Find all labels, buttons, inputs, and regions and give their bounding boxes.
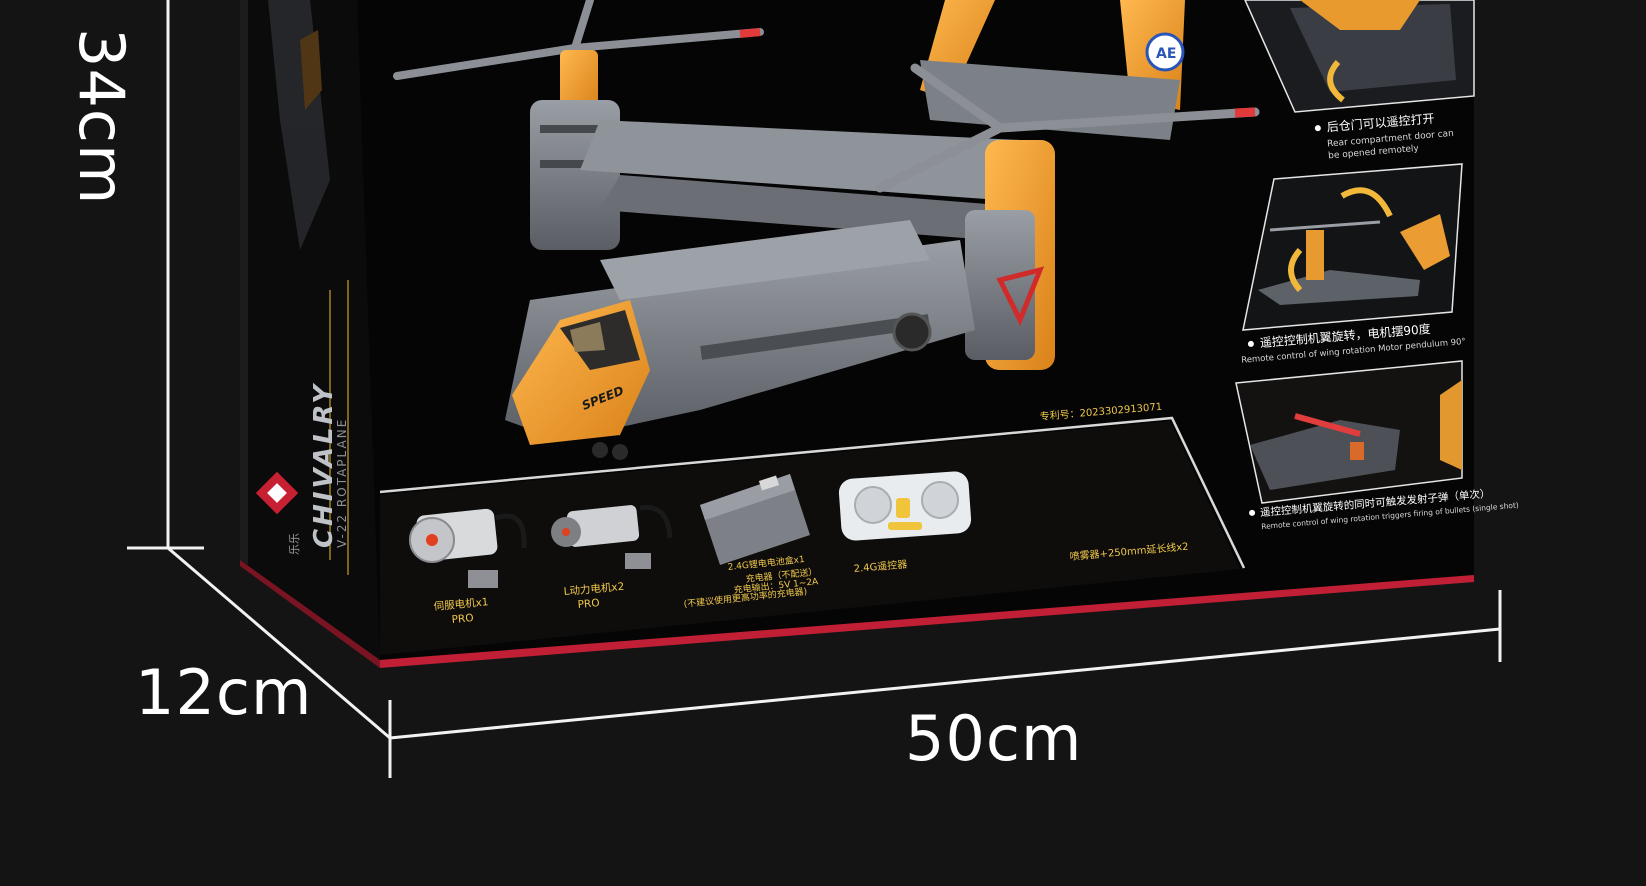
side-brand-strip [329, 280, 349, 575]
lmotor-label-1: L动力电机x2 [563, 580, 625, 598]
height-dimension-label: 34cm [65, 28, 138, 206]
tail-logo: AE [1156, 46, 1176, 62]
lmotor-label-2: PRO [577, 597, 600, 611]
dimension-lines [127, 0, 1502, 778]
brand-logo-icon [255, 471, 299, 515]
width-line [389, 627, 1501, 740]
servo-label-1: 伺服电机x1 [433, 595, 489, 613]
box-side-panel: CHIVALRY V-22 ROTAPLANE 乐乐 [240, 0, 380, 660]
servo-motor-item [409, 508, 527, 588]
depth-line [167, 546, 391, 740]
box-bottom-edge [380, 575, 1474, 668]
side-logo-text: 乐乐 [288, 533, 301, 555]
battery-box-item [700, 474, 810, 565]
depth-dimension-label: 12cm [135, 656, 313, 729]
side-model-name: V-22 ROTAPLANE [335, 418, 349, 548]
remote-control-item [838, 471, 972, 541]
components-strip [379, 416, 1246, 655]
servo-label-2: PRO [451, 612, 474, 626]
l-motor-item [551, 504, 673, 569]
feature-panels [1235, 0, 1475, 504]
v22-osprey-model: AE SPEED [393, 0, 1260, 460]
side-brand-name: CHIVALRY [309, 382, 339, 548]
width-dimension-label: 50cm [905, 702, 1083, 775]
